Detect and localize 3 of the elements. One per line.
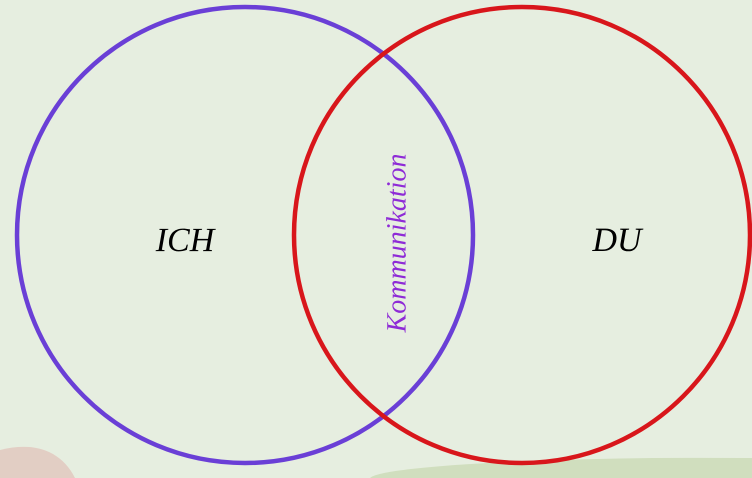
overlap-label: Kommunikation — [386, 154, 406, 333]
circle-label: DU — [592, 228, 644, 252]
circle-label: ICH — [156, 228, 216, 252]
